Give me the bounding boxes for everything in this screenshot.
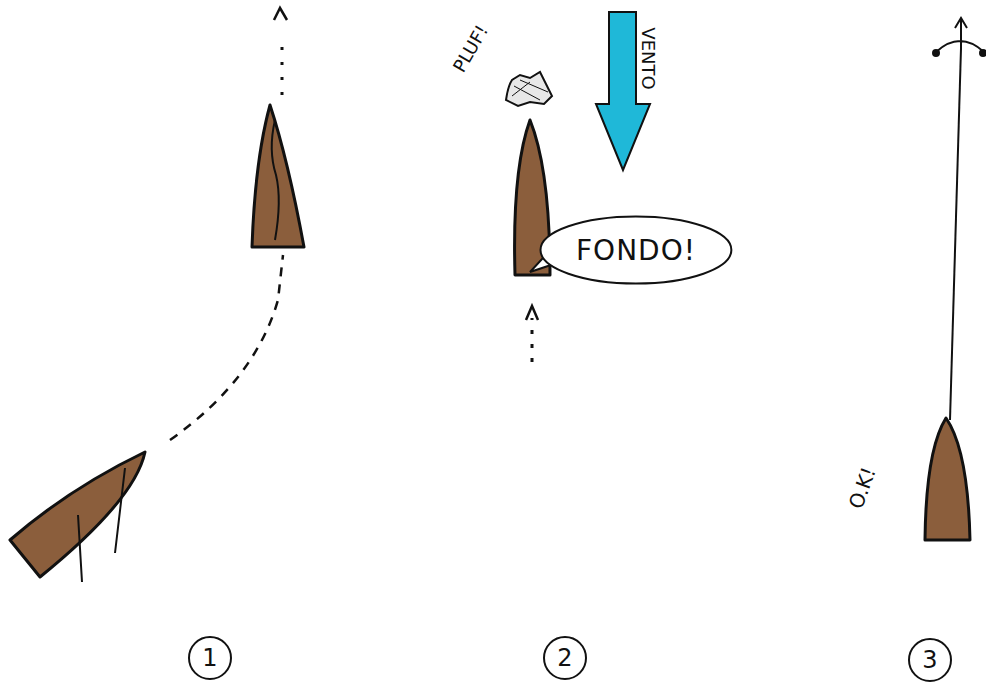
number-text: 3: [922, 646, 937, 674]
ok-note: O.K!: [843, 464, 880, 512]
number-text: 1: [202, 644, 217, 672]
speech-text: FONDO!: [576, 234, 696, 267]
boat-seat: [78, 468, 125, 582]
course-line: [281, 40, 284, 95]
anchor-splash: [506, 72, 552, 106]
anchor-fluke: [933, 50, 939, 56]
speech-bubble: FONDO!: [539, 215, 733, 285]
wind-label: VENTO: [637, 27, 658, 89]
arrow-head: [274, 8, 287, 20]
step-number: 3: [908, 638, 952, 682]
course-line: [170, 255, 283, 440]
step-number: 1: [188, 636, 232, 680]
course-line: [531, 318, 534, 362]
splash-texture: [512, 80, 548, 100]
boat-hull: [252, 105, 304, 247]
boat-hull: [925, 418, 970, 540]
anchor-symbol: [936, 18, 984, 52]
arrow-head: [526, 306, 538, 320]
anchor-fluke: [980, 50, 986, 56]
sound-word: PLUF!: [448, 21, 492, 75]
anchor-rode: [950, 48, 961, 420]
step-number: 2: [543, 636, 587, 680]
boat-seat: [272, 120, 279, 240]
number-text: 2: [557, 644, 572, 672]
